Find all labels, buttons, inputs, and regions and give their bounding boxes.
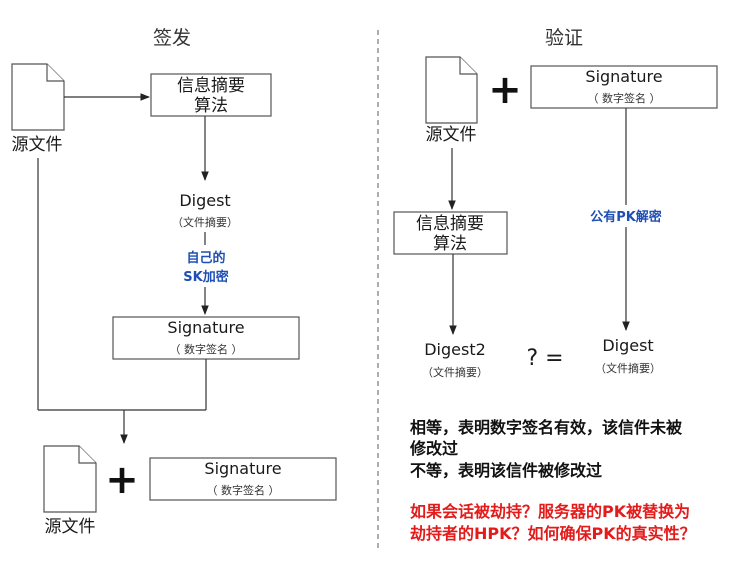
note-line-2: 修改过 xyxy=(409,439,458,458)
hash-box-line2: 算法 xyxy=(194,96,228,116)
verify-source-file-label: 源文件 xyxy=(426,125,477,145)
verify-hash-line2: 算法 xyxy=(433,234,467,254)
verify-signature-box xyxy=(530,65,718,109)
note-line-3: 不等，表明该信件被修改过 xyxy=(410,461,602,480)
note-line-1: 相等，表明数字签名有效，该信件未被 xyxy=(410,418,683,437)
encrypt-label-bg xyxy=(172,245,238,287)
bottom-source-file-fold xyxy=(78,446,96,464)
digest2-sub: （文件摘要） xyxy=(422,365,488,379)
verify-hash-line1: 信息摘要 xyxy=(416,214,484,234)
encrypt-line2: SK加密 xyxy=(183,269,228,285)
verify-digest-sub: （文件摘要） xyxy=(595,361,661,375)
bottom-source-file-label: 源文件 xyxy=(45,517,96,537)
signature-label: Signature xyxy=(167,318,244,337)
left-title: 签发 xyxy=(153,27,191,49)
compare-operator: ? = xyxy=(526,346,563,371)
verify-plus: + xyxy=(488,67,522,113)
verify-hash-box xyxy=(393,211,508,255)
digest-label: Digest xyxy=(179,191,230,210)
encrypt-line1: 自己的 xyxy=(186,250,225,266)
bottom-signature-label: Signature xyxy=(204,459,281,478)
warning-line-1: 如果会话被劫持？服务器的PK被替换为 xyxy=(410,502,690,521)
bottom-plus: + xyxy=(105,457,139,503)
right-title: 验证 xyxy=(545,27,583,49)
verify-digest-label: Digest xyxy=(602,336,653,355)
bottom-signature-sub: （ 数字签名 ） xyxy=(207,483,280,497)
digest2-label: Digest2 xyxy=(424,340,486,359)
verify-signature-label: Signature xyxy=(585,67,662,86)
hash-algorithm-box xyxy=(150,73,272,117)
warning-line-2: 劫持者的HPK？如何确保PK的真实性？ xyxy=(410,524,696,543)
source-file-fold xyxy=(46,64,64,82)
hash-box-line1: 信息摘要 xyxy=(177,76,245,96)
digest-sub: （文件摘要） xyxy=(172,215,238,229)
verify-source-file-fold xyxy=(459,57,477,75)
bottom-signature-box xyxy=(149,457,337,501)
signature-sub: （ 数字签名 ） xyxy=(170,342,243,356)
source-file-label: 源文件 xyxy=(12,135,63,155)
decrypt-label: 公有PK解密 xyxy=(590,209,662,225)
verify-signature-sub: （ 数字签名 ） xyxy=(588,91,661,105)
signature-box xyxy=(112,316,300,360)
decrypt-label-bg xyxy=(580,205,672,227)
